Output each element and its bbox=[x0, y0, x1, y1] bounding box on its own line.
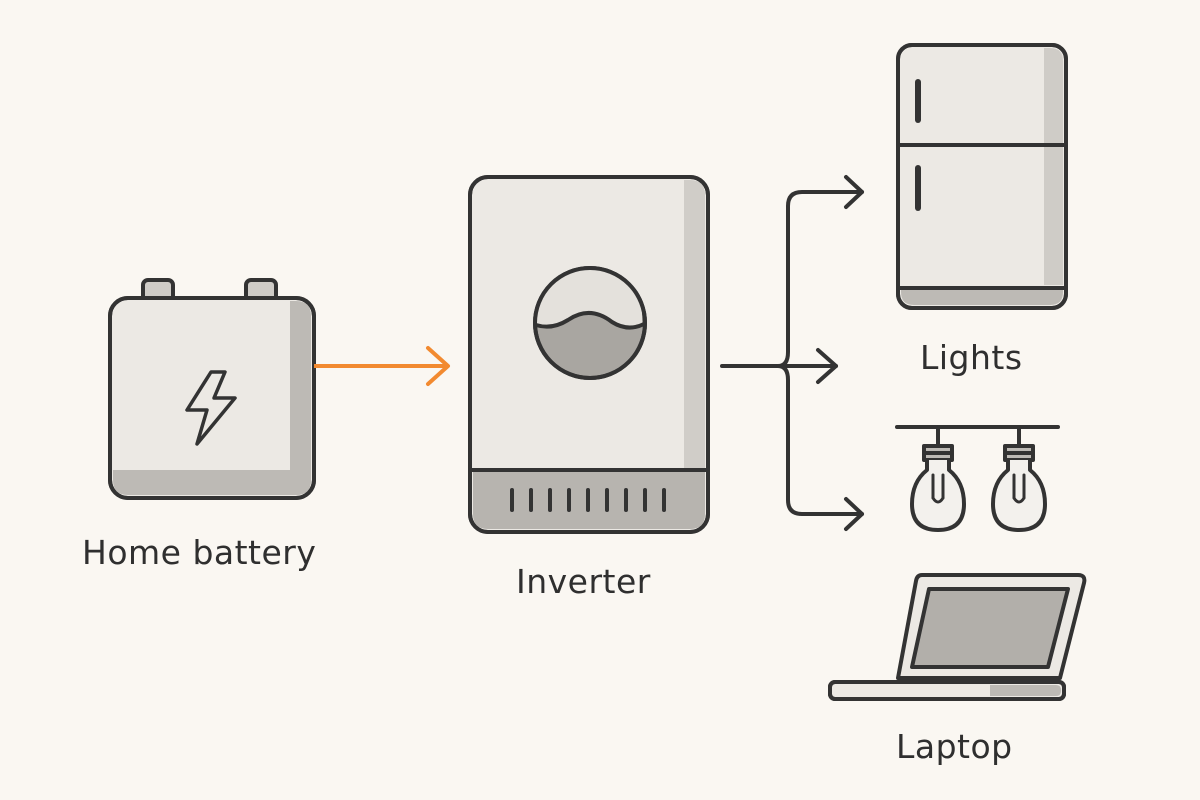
lightning-bolt-icon bbox=[185, 370, 237, 446]
ac-flow-arrows bbox=[720, 175, 864, 531]
refrigerator-icon bbox=[896, 43, 1068, 310]
dc-flow-arrow bbox=[314, 346, 450, 386]
hanging-light-bulbs-icon bbox=[895, 425, 1060, 532]
laptop-icon bbox=[828, 573, 1087, 701]
inverter-vents bbox=[510, 488, 666, 512]
inverter-label: Inverter bbox=[516, 562, 651, 601]
laptop-label: Laptop bbox=[896, 727, 1013, 766]
inverter-icon bbox=[468, 175, 710, 534]
sine-wave-icon bbox=[533, 266, 647, 380]
battery-label: Home battery bbox=[82, 533, 317, 572]
lights-label: Lights bbox=[920, 338, 1023, 377]
battery-icon bbox=[108, 278, 316, 500]
